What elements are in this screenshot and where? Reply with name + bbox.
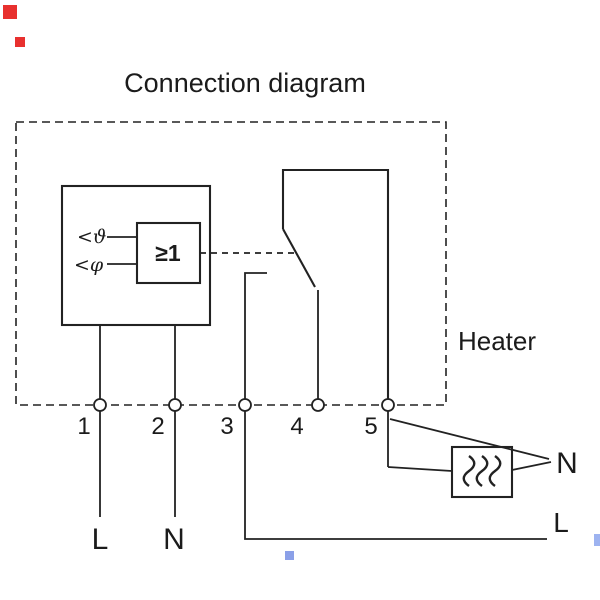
terminal-1 bbox=[93, 398, 107, 412]
terminal-3-number: 3 bbox=[220, 413, 233, 440]
humidity-symbol: <φ bbox=[74, 254, 104, 276]
heater-label: Heater bbox=[458, 326, 536, 356]
heater-wave-icon bbox=[475, 455, 489, 487]
terminal-3 bbox=[238, 398, 252, 412]
temperature-symbol: <ϑ bbox=[77, 226, 107, 248]
terminal-2 bbox=[168, 398, 182, 412]
heater-return-wire bbox=[511, 461, 552, 471]
terminal-5-number: 5 bbox=[364, 413, 377, 440]
terminal-4 bbox=[311, 398, 325, 412]
heater-wave-icon bbox=[488, 455, 502, 487]
blue-marker-bottom bbox=[285, 551, 294, 560]
heater-feed-wire bbox=[387, 466, 453, 472]
terminal5-to-neutral-wire bbox=[389, 418, 550, 460]
blue-marker-right-edge bbox=[594, 534, 600, 546]
neutral-label: N bbox=[163, 523, 185, 556]
switch-feed-bracket bbox=[281, 168, 390, 399]
red-marker-small bbox=[15, 37, 25, 47]
or-gate-label: ≥1 bbox=[155, 240, 181, 266]
line-label: L bbox=[92, 523, 109, 556]
terminal-5 bbox=[381, 398, 395, 412]
terminal-2-number: 2 bbox=[151, 413, 164, 440]
device-boundary-dashed-box bbox=[15, 121, 447, 406]
controller-box bbox=[60, 184, 212, 327]
heater-box bbox=[450, 445, 514, 499]
red-corner-marker bbox=[3, 5, 17, 19]
terminal3-riser bbox=[244, 272, 267, 399]
heater-wave-icon bbox=[462, 455, 476, 487]
switch-blade bbox=[282, 228, 316, 288]
diagram-title: Connection diagram bbox=[124, 68, 366, 98]
right-neutral-label: N bbox=[556, 447, 578, 480]
terminal3-bottom-wire bbox=[244, 411, 547, 540]
terminal-1-number: 1 bbox=[77, 413, 90, 440]
bottom-line-label: L bbox=[553, 507, 569, 538]
terminal-4-number: 4 bbox=[290, 413, 303, 440]
